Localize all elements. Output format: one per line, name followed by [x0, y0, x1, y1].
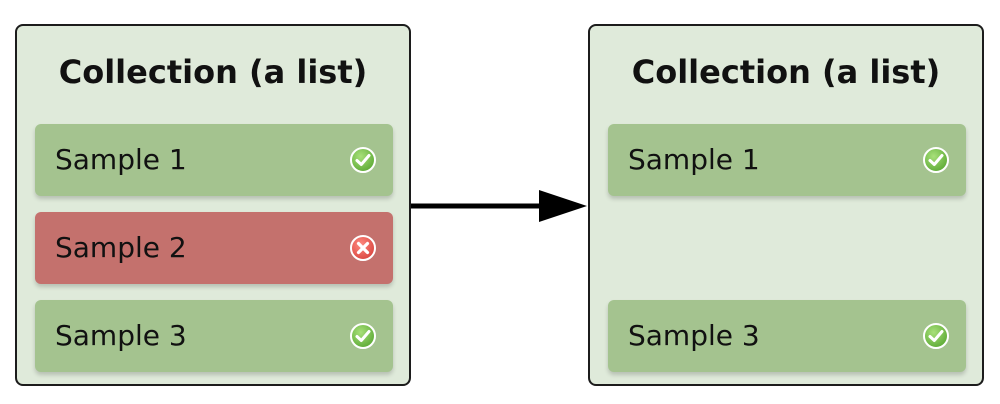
check-icon — [922, 146, 950, 174]
output-item-label: Sample 3 — [628, 319, 760, 352]
output-item-sample-3: Sample 3 — [608, 300, 966, 372]
check-icon — [922, 322, 950, 350]
filter-arrow-icon — [411, 190, 587, 222]
input-item-sample-1: Sample 1 — [35, 124, 393, 196]
output-item-sample-1: Sample 1 — [608, 124, 966, 196]
error-icon — [349, 234, 377, 262]
input-collection-title: Collection (a list) — [58, 53, 368, 91]
input-item-sample-3: Sample 3 — [35, 300, 393, 372]
output-collection-panel: Collection (a list) Sample 1 Sample 3 — [588, 24, 984, 386]
input-item-label: Sample 2 — [55, 231, 187, 264]
input-collection-panel: Collection (a list) Sample 1 Sample 2 Sa… — [15, 24, 411, 386]
output-collection-title: Collection (a list) — [631, 53, 941, 91]
check-icon — [349, 322, 377, 350]
output-item-label: Sample 1 — [628, 143, 760, 176]
input-item-sample-2: Sample 2 — [35, 212, 393, 284]
input-item-label: Sample 1 — [55, 143, 187, 176]
check-icon — [349, 146, 377, 174]
input-item-label: Sample 3 — [55, 319, 187, 352]
